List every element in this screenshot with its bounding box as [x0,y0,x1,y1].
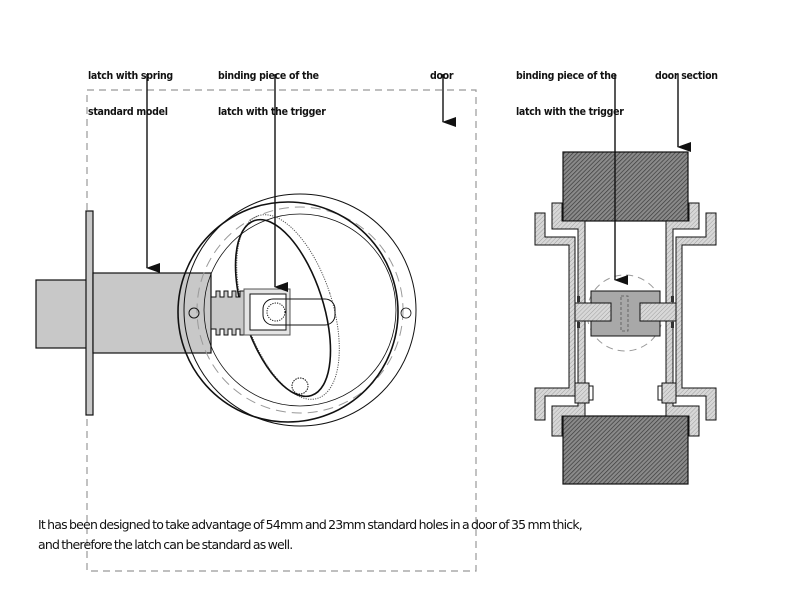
trigger-pin [266,302,286,322]
outer-rosette [183,193,417,427]
label-latch-spring-line1: latch with spring [88,70,173,82]
latch-body [92,272,212,354]
washer-left-top [577,296,580,302]
rosette-screw-left [188,307,200,319]
trigger-ellipse-dotted [236,214,340,400]
screw-left [574,382,590,404]
label-binding-front-line1: binding piece of the [218,70,319,82]
caption: It has been designed to take advantage o… [38,515,583,555]
screw-right-head [657,385,663,401]
rosette-screw-right [400,307,412,319]
door-outline [86,89,477,572]
label-binding-front: binding piece of the latch with the trig… [218,46,326,130]
latch-tail [35,279,89,349]
screw-right [661,382,677,404]
binding-pin-dashed [620,295,629,332]
label-binding-section-line1: binding piece of the [516,70,617,82]
right-outer-plate [675,212,717,421]
label-binding-section-line2: latch with the trigger [516,106,624,118]
label-binding-section: binding piece of the latch with the trig… [516,46,624,130]
label-door-line1: door [430,70,454,82]
screw-left-head [588,385,594,401]
label-latch-spring: latch with spring standard model [88,46,173,130]
spindle-left [574,302,612,322]
spindle-right [639,302,677,322]
washer-right-bottom [671,322,674,328]
latch-faceplate [85,210,94,416]
caption-line2: and therefore the latch can be standard … [38,537,293,552]
front-view [35,193,417,427]
knob-tilted [177,201,399,423]
section-view [534,151,717,485]
label-door: door [430,46,454,94]
door-section-bottom [562,415,689,485]
detent-ball [291,377,309,395]
trigger-slot [262,298,336,326]
inner-ring [203,213,397,407]
label-door-section: door section [655,46,718,94]
door-section-top [562,151,689,222]
washer-right-top [671,296,674,302]
label-binding-front-line2: latch with the trigger [218,106,326,118]
left-outer-plate [534,212,576,421]
washer-left-bottom [577,322,580,328]
label-door-section-line1: door section [655,70,718,82]
label-latch-spring-line2: standard model [88,106,168,118]
caption-line1: It has been designed to take advantage o… [38,517,583,532]
rosette-dashed [196,206,404,414]
